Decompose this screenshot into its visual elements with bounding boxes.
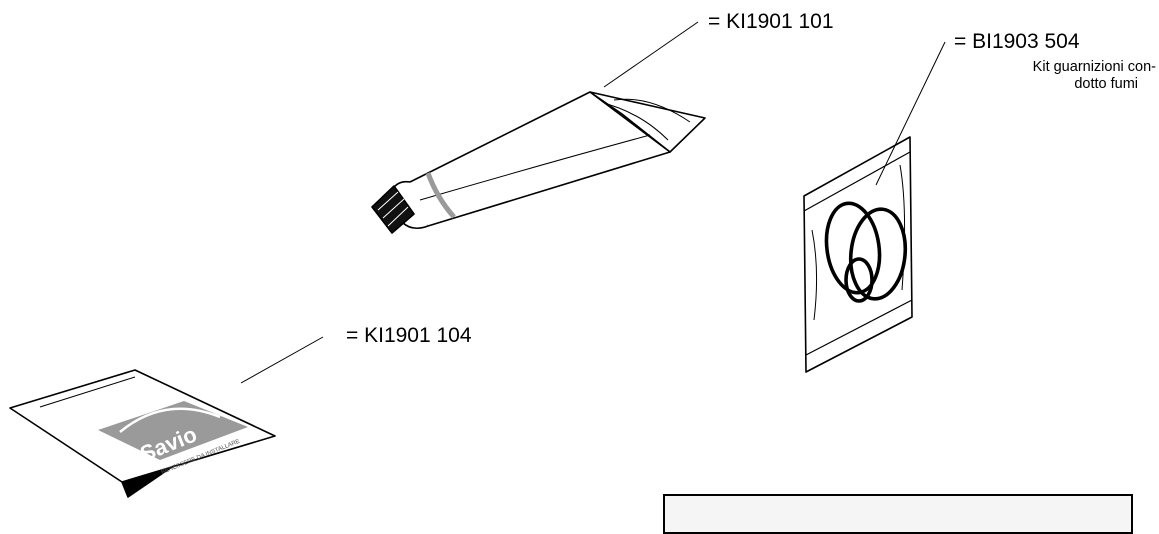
grease-tube-drawing bbox=[371, 91, 706, 234]
booklet-part-code: = KI1901 104 bbox=[346, 324, 472, 347]
booklet-leader-line bbox=[240, 336, 324, 384]
kit-part-code: = BI1903 504 bbox=[954, 30, 1080, 53]
tube-leader-line bbox=[603, 21, 699, 88]
tube-part-code: = KI1901 101 bbox=[708, 10, 834, 33]
gasket-kit-bag-drawing bbox=[803, 136, 913, 373]
kit-description-line-2: dotto fumi bbox=[1074, 76, 1138, 92]
gasket-rings bbox=[824, 201, 908, 303]
kit-leader-line bbox=[875, 41, 946, 186]
spare-parts-diagram: Savio BENESSERE DA INSTALLARE = KI1901 1… bbox=[9, 10, 1156, 534]
note-box bbox=[663, 494, 1133, 534]
kit-description: Kit guarnizioni con- dotto fumi bbox=[960, 59, 1156, 93]
diagram-canvas: Savio BENESSERE DA INSTALLARE bbox=[9, 21, 946, 498]
kit-description-line-1: Kit guarnizioni con- bbox=[1032, 59, 1156, 75]
